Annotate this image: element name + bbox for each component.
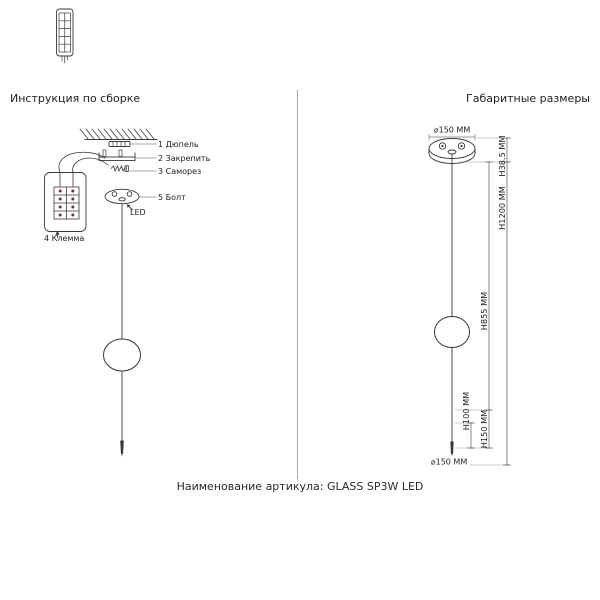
pendant-tip	[120, 440, 124, 454]
dowel-part	[108, 141, 131, 147]
terminal-block	[53, 172, 80, 220]
assembly-section-title: Инструкция по сборке	[10, 92, 141, 105]
pendant-fixture	[103, 203, 141, 457]
dimensions-section-title: Габаритные размеры	[466, 92, 590, 105]
height-bottom-label: H150 MM	[479, 410, 489, 449]
callout-leader-lines	[129, 143, 157, 198]
height-total-label: H1200 MM	[497, 186, 507, 230]
dim-canopy	[428, 138, 476, 164]
ceiling-hatch	[79, 128, 158, 141]
bottom-diameter-label: ⌀150 MM	[431, 458, 468, 467]
glass-ball	[103, 338, 141, 372]
canopy-part	[104, 188, 140, 205]
callout-5-label: 5 Болт	[158, 193, 186, 202]
assembly-diagram	[44, 8, 158, 457]
callout-3-label: 3 Саморез	[158, 167, 201, 176]
dim-pendant-tip	[450, 441, 454, 454]
screw-part	[110, 164, 129, 173]
led-label: LED	[130, 208, 146, 217]
dim-pendant-fixture	[434, 153, 470, 456]
terminal-dots	[58, 189, 75, 217]
wires	[58, 151, 109, 173]
top-diameter-dim-line	[428, 134, 476, 140]
height-cable-label: H855 MM	[479, 292, 489, 331]
assembly-labels: 1 Дюпель 2 Закрепить 3 Саморез 5 Болт LE…	[44, 140, 211, 243]
callout-1-label: 1 Дюпель	[158, 140, 199, 149]
dimension-lines	[467, 137, 511, 466]
section-divider	[297, 90, 298, 479]
height-tip-label: H100 MM	[461, 392, 471, 431]
height-canopy-label: H38.5 MM	[497, 135, 507, 176]
bracket-part	[98, 149, 136, 161]
callout-2-label: 2 Закрепить	[158, 154, 211, 163]
dim-glass-ball	[434, 316, 470, 348]
top-diameter-label: ⌀150 MM	[434, 126, 471, 135]
clamp-arrow-icon	[55, 230, 60, 238]
article-name: Наименование артикула: GLASS SP3W LED	[176, 480, 424, 493]
callout-4-label: 4 Клемма	[44, 234, 84, 243]
dimensions-diagram	[428, 134, 511, 466]
led-arrow-icon	[126, 204, 133, 211]
ceiling-terminal-illustration	[56, 8, 74, 64]
dimension-labels: ⌀150 MM ⌀150 MM H38.5 MM H1200 MM H855 M…	[431, 126, 507, 467]
connector-box	[44, 172, 87, 232]
